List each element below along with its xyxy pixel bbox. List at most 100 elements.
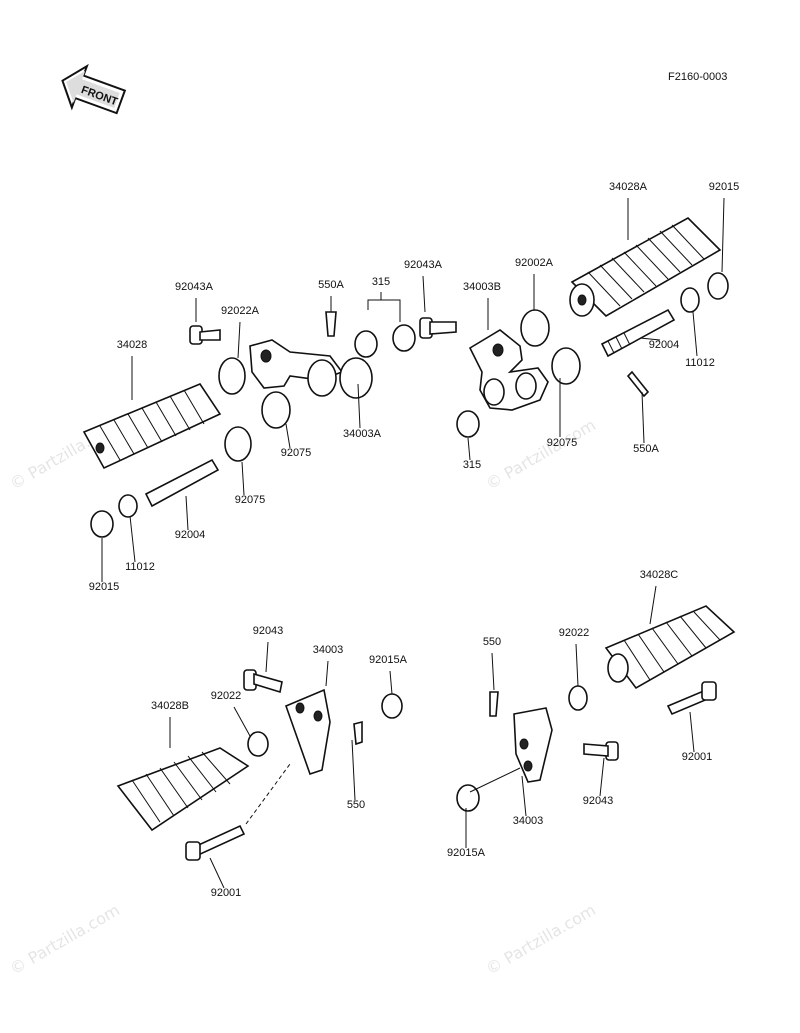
callout-11012-left: 11012 (125, 561, 155, 573)
callout-34003-left: 34003 (313, 644, 344, 656)
callout-550A-right: 550A (633, 443, 659, 455)
callout-34028A: 34028A (609, 181, 648, 193)
callout-92075-mid: 92075 (547, 437, 578, 449)
callout-34028C: 34028C (640, 569, 679, 581)
cotter-550A-right (626, 370, 650, 398)
pin-92004-right (600, 308, 676, 358)
callout-11012-right: 11012 (685, 357, 715, 369)
callout-550-right: 550 (483, 636, 501, 648)
callout-92075-low: 92075 (235, 494, 266, 506)
callout-34003B: 34003B (463, 281, 501, 293)
nut-315-a (354, 330, 378, 358)
callout-92004-left: 92004 (175, 529, 206, 541)
callout-92001-left: 92001 (211, 887, 242, 899)
nut-92015A-right (456, 784, 480, 812)
bolt-92043-left (243, 669, 283, 694)
callout-92015-top: 92015 (709, 181, 740, 193)
nut-315-b (392, 324, 416, 352)
leader-line (521, 775, 527, 817)
watermarks: © Partzilla.com © Partzilla.com © Partzi… (7, 415, 599, 978)
collar-92075-top (261, 391, 291, 429)
bracket-34003B (468, 329, 549, 411)
callout-550A-top: 550A (318, 279, 344, 291)
diagram-code: F2160-0003 (668, 71, 727, 83)
front-arrow-icon: FRONT (61, 63, 127, 115)
washer-92002A (520, 309, 550, 347)
callout-92022-left: 92022 (211, 690, 242, 702)
washer-11012-right (680, 287, 700, 313)
callout-550-left: 550 (347, 799, 365, 811)
leader-line (209, 857, 225, 889)
nut-315-mid (456, 410, 480, 438)
callout-34028B: 34028B (151, 700, 189, 712)
bolt-92043A-top (419, 317, 457, 339)
watermark: © Partzilla.com (483, 415, 599, 493)
leader-line (599, 757, 605, 797)
leader-line (233, 706, 251, 737)
leader-line (422, 275, 426, 313)
leader-line (721, 197, 725, 273)
callout-92043-left: 92043 (253, 625, 284, 637)
watermark: © Partzilla.com (7, 900, 123, 978)
footpeg-34028B (116, 747, 250, 832)
washer-11012-left (118, 494, 138, 518)
bracket-34003-left (284, 688, 331, 776)
callout-315-mid: 315 (463, 459, 481, 471)
leader-line (467, 437, 471, 461)
callout-92001-right: 92001 (682, 751, 713, 763)
leader-line (237, 321, 241, 359)
footpeg-34028A (569, 217, 722, 318)
callout-34003A: 34003A (343, 428, 382, 440)
dash-line (245, 763, 291, 825)
washer-92022A (218, 357, 246, 395)
callout-34003-right: 34003 (513, 815, 544, 827)
leader-line (575, 643, 579, 687)
leader-line (357, 383, 361, 429)
cotter-550-left (353, 720, 363, 746)
leader-line (641, 391, 645, 444)
callout-315-top: 315 (372, 276, 390, 288)
callout-92015A-right: 92015A (447, 847, 486, 859)
leader-line (185, 495, 189, 531)
leader-line (689, 711, 695, 753)
collar-92075-low (224, 426, 252, 462)
leader-line (351, 739, 356, 801)
callout-92043-right: 92043 (583, 795, 614, 807)
nut-92015A-left (381, 693, 403, 719)
callout-92043A-top: 92043A (404, 259, 443, 271)
callout-92022A: 92022A (221, 305, 260, 317)
leader-line (129, 515, 136, 563)
bolt-92043-right (583, 741, 619, 761)
leader-line (639, 337, 661, 341)
nut-92015-top (707, 272, 729, 300)
leader-line (389, 670, 393, 695)
leader-line (241, 461, 245, 496)
callout-92015-left: 92015 (89, 581, 120, 593)
washer-92022-left (247, 731, 269, 757)
nut-92015-left (90, 510, 114, 538)
bolt-92043A-left (189, 325, 221, 345)
footpeg-34028 (82, 383, 222, 470)
callout-34028: 34028 (117, 339, 148, 351)
pin-92004-left (144, 458, 220, 508)
watermark: © Partzilla.com (483, 900, 599, 978)
cotter-550-right (489, 691, 499, 717)
washer-92022-right (568, 685, 588, 711)
leader-line (265, 641, 269, 673)
cotter-550A-top (325, 311, 337, 337)
leader-line (491, 652, 495, 691)
callout-92004-right: 92004 (649, 339, 680, 351)
callout-92043A-left: 92043A (175, 281, 214, 293)
footpeg-34028C (604, 605, 736, 690)
leader-line (692, 311, 698, 357)
bolt-92001-left (185, 824, 246, 861)
bracket-315 (367, 299, 401, 322)
callout-92022-right: 92022 (559, 627, 590, 639)
collar-92075-mid (551, 347, 581, 385)
link-line (469, 767, 521, 793)
bolt-92001-right (666, 681, 717, 716)
callout-92015A-left: 92015A (369, 654, 408, 666)
bracket-34003A (249, 339, 373, 399)
